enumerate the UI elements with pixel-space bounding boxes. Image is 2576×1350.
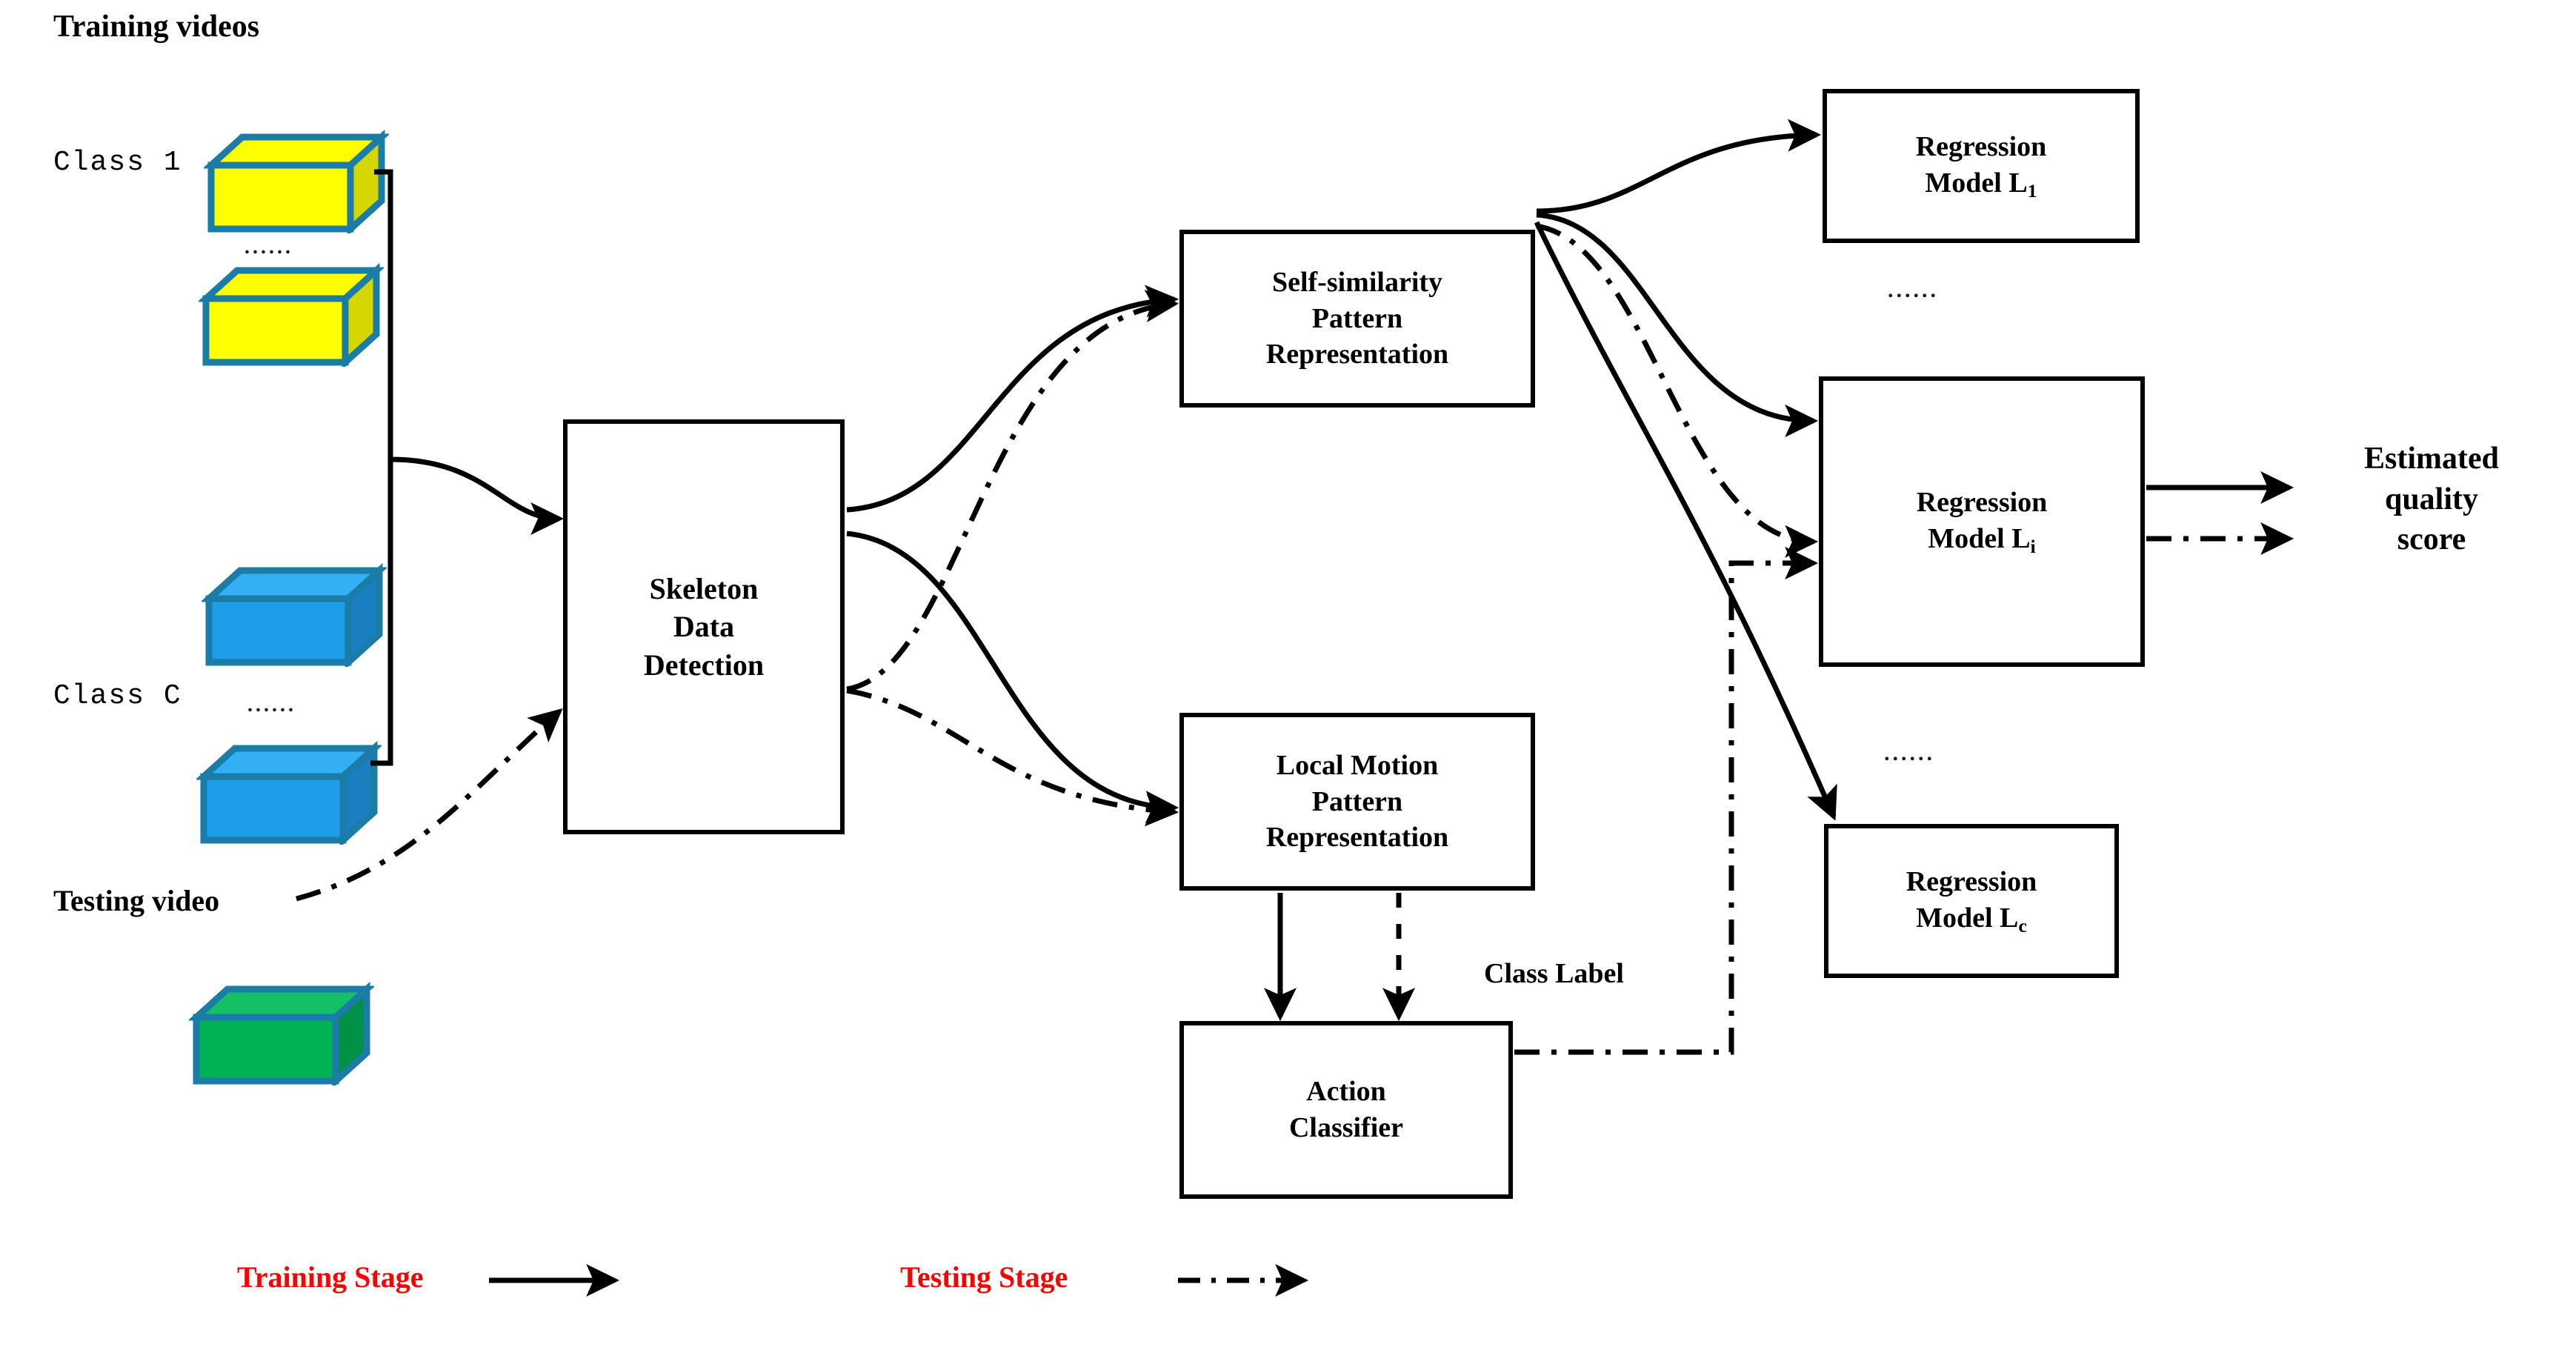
block-action-classifier[interactable]: Action Classifier [1179,1021,1513,1199]
block-reg-first-line-1: Regression [1915,131,2047,163]
block-skeleton-data-detection[interactable]: Skeleton Data Detection [563,419,845,834]
legend-label-testing-stage: Testing Stage [900,1260,1068,1294]
block-reg-last-line-2: Model L [1916,902,2019,934]
video-cube-classc-a [202,563,387,667]
block-self-sim-line-2: Pattern [1311,302,1403,334]
ellipsis-regression-lower: ...... [1884,741,1935,765]
legend-label-training-stage: Training Stage [237,1260,424,1294]
block-local-motion-line-3: Representation [1265,822,1449,854]
connector-selfsim-to-reg-middle-testing [1536,223,1819,558]
block-skeleton-line-3: Detection [643,648,765,682]
output-estimated-quality-score: Estimated quality score [2313,439,2550,560]
block-regression-model-middle[interactable]: Regression Model Li [1819,376,2145,667]
block-reg-mid-line-1: Regression [1916,487,2048,519]
ellipsis-regression-upper: ...... [1888,278,1939,302]
page-title-testing-video: Testing video [53,884,220,917]
ellipsis-class-last: ...... [247,694,296,716]
block-skeleton-line-1: Skeleton [649,572,759,606]
edge-label-class-label: Class Label [1484,958,1624,989]
connector-skeleton-to-selfsim [846,285,1179,513]
ellipsis-class-first: ...... [244,236,293,259]
video-cube-class1-b [199,263,384,367]
block-action-classifier-line-1: Action [1306,1076,1386,1108]
block-reg-mid-line-2: Model L [1928,522,2031,554]
output-line-3: score [2397,522,2466,557]
video-cube-classc-b [196,741,382,845]
output-line-1: Estimated [2364,442,2499,476]
block-regression-model-first[interactable]: Regression Model L1 [1823,89,2140,243]
block-local-motion-line-1: Local Motion [1276,750,1439,782]
block-action-classifier-line-2: Classifier [1288,1112,1404,1143]
block-skeleton-line-2: Data [673,610,735,644]
video-cube-testing [189,982,374,1085]
output-line-2: quality [2384,482,2479,516]
block-local-motion-pattern-representation[interactable]: Local Motion Pattern Representation [1179,713,1535,891]
connector-skeleton-to-localmotion [846,531,1179,824]
connector-training-to-skeleton [390,456,565,536]
connector-selfsim-to-reg-last [1534,221,1837,821]
block-reg-mid-subscript: i [2030,535,2036,557]
connector-training-bracket [370,169,393,766]
block-self-sim-line-1: Self-similarity [1271,267,1443,299]
connector-skeleton-to-localmotion-testing [846,688,1179,827]
video-cube-class1-a [204,130,389,233]
block-reg-first-subscript: 1 [2027,179,2037,202]
connector-selfsim-to-reg-middle [1536,212,1819,437]
block-reg-last-line-1: Regression [1906,866,2037,898]
block-local-motion-line-2: Pattern [1311,785,1403,817]
connector-selfsim-to-reg-first [1536,119,1822,214]
block-reg-first-line-2: Model L [1925,167,2028,199]
block-reg-last-subscript: c [2018,914,2027,937]
block-regression-model-last[interactable]: Regression Model Lc [1824,824,2119,978]
page-title-training-videos: Training videos [53,10,260,44]
block-self-similarity-pattern-representation[interactable]: Self-similarity Pattern Representation [1179,230,1535,408]
label-class-first: Class 1 [53,147,182,179]
connector-skeleton-to-selfsim-testing [846,290,1179,692]
block-self-sim-line-3: Representation [1265,339,1449,370]
label-class-last: Class C [53,680,182,712]
